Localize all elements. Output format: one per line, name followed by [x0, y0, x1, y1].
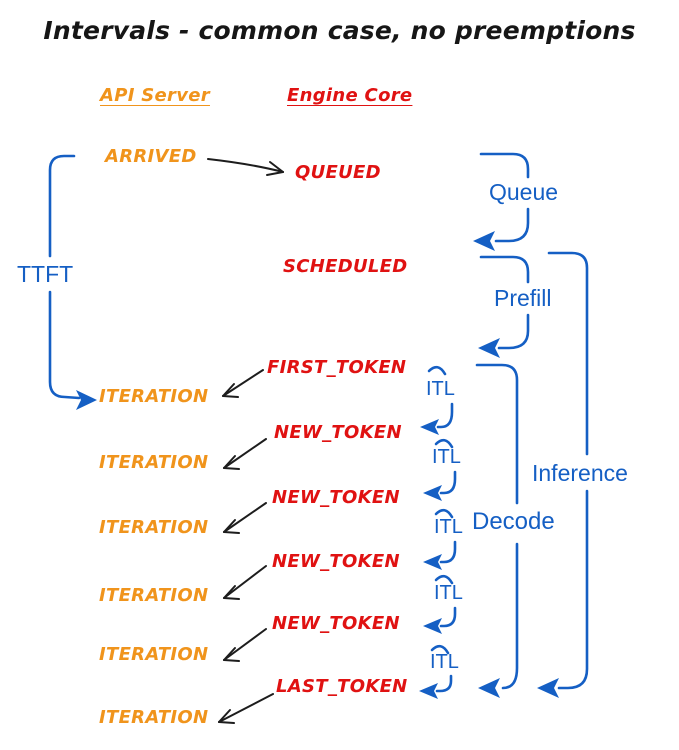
event-iteration-5: ITERATION — [99, 644, 209, 665]
arrow-new-token3-to-iteration — [223, 565, 267, 600]
column-header-engine-core: Engine Core — [287, 85, 413, 106]
queue-arrowhead — [473, 231, 495, 251]
page-title: Intervals - common case, no preemptions — [43, 16, 636, 45]
interval-label-prefill: Prefill — [494, 285, 552, 311]
column-header-api-server: API Server — [100, 85, 210, 106]
event-iteration-1: ITERATION — [99, 386, 209, 407]
event-iteration-3: ITERATION — [99, 517, 209, 538]
itl-arrowhead-1 — [420, 419, 439, 435]
arrow-arrived-to-queued — [207, 158, 284, 176]
arrow-new-token2-to-iteration — [223, 502, 267, 534]
event-new-token-1: NEW_TOKEN — [274, 422, 402, 443]
event-iteration-2: ITERATION — [99, 452, 209, 473]
event-new-token-2: NEW_TOKEN — [272, 487, 400, 508]
event-last-token: LAST_TOKEN — [276, 676, 408, 697]
interval-label-queue: Queue — [489, 179, 559, 205]
inference-bracket — [537, 251, 589, 698]
interval-label-itl-3: ITL — [434, 516, 463, 538]
event-iteration-6: ITERATION — [99, 707, 209, 728]
interval-label-decode: Decode — [472, 508, 555, 535]
event-new-token-3: NEW_TOKEN — [272, 551, 400, 572]
decode-bracket — [475, 363, 519, 698]
itl-arrowhead-4 — [423, 618, 442, 634]
interval-label-itl-1: ITL — [426, 378, 455, 400]
itl-bracket-1 — [420, 365, 454, 435]
itl-bracket-5 — [419, 644, 453, 699]
interval-label-itl-5: ITL — [430, 651, 459, 673]
arrow-last-token-to-iteration — [218, 693, 274, 724]
interval-label-itl-4: ITL — [434, 582, 463, 604]
arrow-new-token1-to-iteration — [223, 438, 267, 470]
prefill-arrowhead — [478, 338, 500, 358]
itl-bracket-2 — [423, 438, 457, 501]
event-scheduled: SCHEDULED — [283, 256, 408, 277]
itl-arrowhead-5 — [419, 683, 438, 699]
event-first-token: FIRST_TOKEN — [267, 357, 407, 378]
interval-label-inference: Inference — [532, 460, 628, 486]
itl-arrowhead-3 — [423, 554, 442, 570]
inference-arrowhead — [537, 678, 559, 698]
ttft-bracket — [48, 154, 97, 410]
event-new-token-4: NEW_TOKEN — [272, 613, 400, 634]
itl-arrowhead-2 — [423, 485, 442, 501]
prefill-bracket — [478, 255, 530, 358]
itl-bracket-4 — [423, 574, 457, 634]
arrow-first-token-to-iteration — [222, 369, 264, 398]
event-arrived: ARRIVED — [105, 146, 197, 167]
interval-label-ttft: TTFT — [17, 261, 74, 287]
itl-bracket-3 — [423, 508, 457, 570]
queue-bracket — [473, 152, 530, 251]
interval-label-itl-2: ITL — [432, 446, 461, 468]
event-queued: QUEUED — [295, 162, 381, 183]
event-iteration-4: ITERATION — [99, 585, 209, 606]
arrow-new-token4-to-iteration — [223, 628, 267, 662]
ttft-arrowhead — [76, 390, 97, 410]
decode-arrowhead — [478, 678, 500, 698]
